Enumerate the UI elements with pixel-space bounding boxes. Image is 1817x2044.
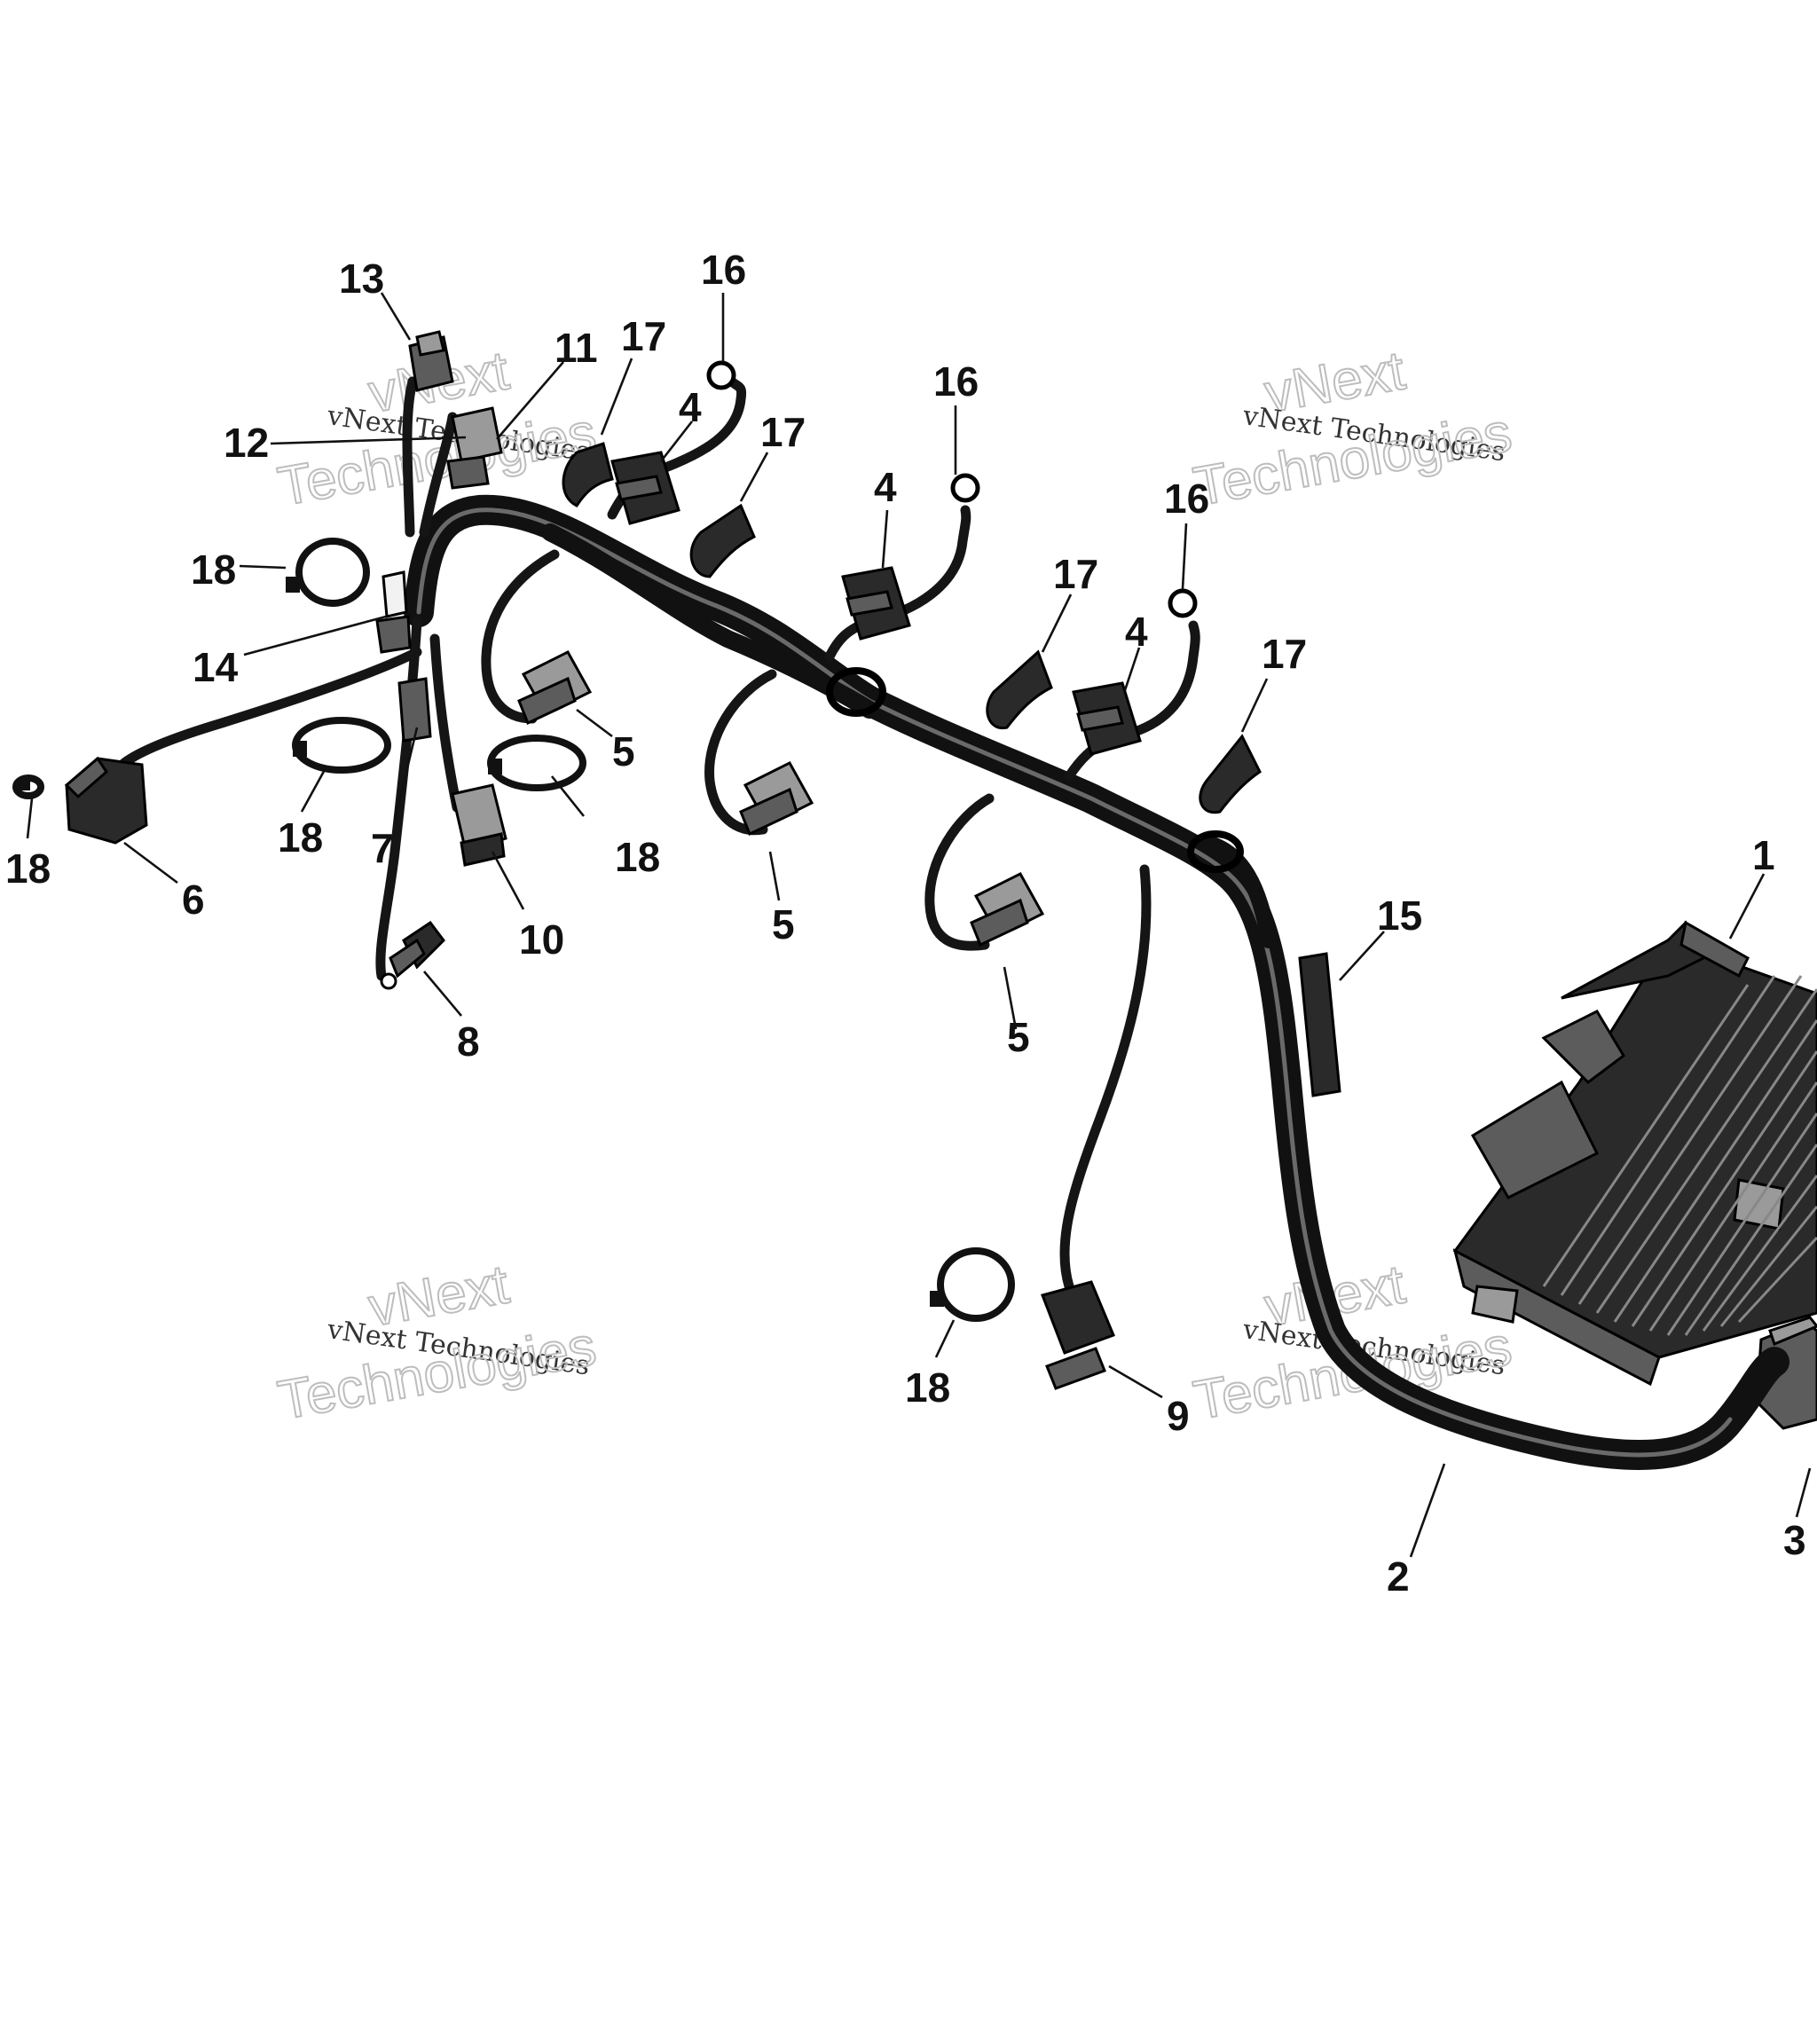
callout-4a: 4: [679, 384, 702, 430]
callout-17d: 17: [1262, 631, 1307, 677]
harness-clip-icon: [689, 503, 756, 578]
connector-icon: [451, 783, 507, 867]
callout-18c: 18: [615, 834, 660, 880]
watermark-top-right: vNext vNext Technologies Technologies: [1188, 339, 1516, 518]
callout-15: 15: [1377, 892, 1422, 939]
injector-connector-icon: [517, 650, 593, 726]
coil-connector-icon: [610, 451, 680, 525]
coil-connector-icon: [841, 566, 911, 641]
callout-5c: 5: [1007, 1014, 1030, 1060]
injector-connector-icon: [970, 872, 1045, 947]
wiring-harness-icon: [404, 494, 1789, 1470]
callout-12: 12: [224, 420, 269, 466]
callout-13: 13: [339, 256, 384, 302]
coil-connector-icon: [1072, 681, 1142, 756]
callout-18d: 18: [5, 845, 51, 892]
callout-1: 1: [1752, 832, 1775, 878]
callout-16c: 16: [1164, 476, 1209, 522]
connector-icon: [375, 570, 412, 654]
cable-tie-icon: [286, 538, 370, 607]
callout-10: 10: [519, 916, 564, 963]
leader-lines: [26, 292, 1812, 1558]
connector-icon: [1041, 1280, 1115, 1390]
callout-18e: 18: [905, 1364, 950, 1411]
callout-18b: 18: [278, 814, 323, 861]
ecm-module-icon: [1452, 920, 1817, 1387]
cable-tie-icon: [12, 774, 44, 799]
callout-18a: 18: [191, 546, 236, 593]
connector-icon: [64, 756, 148, 845]
cable-tie-icon: [292, 717, 391, 774]
callout-17b: 17: [760, 409, 806, 455]
callout-8: 8: [457, 1018, 480, 1065]
callout-4b: 4: [874, 464, 897, 510]
callout-17a: 17: [621, 313, 666, 359]
connector-icon: [397, 677, 432, 743]
cable-tie-icon: [487, 735, 586, 791]
connector-icon: [446, 406, 503, 490]
connector-icon: [408, 330, 454, 392]
harness-clip-icon: [562, 442, 614, 507]
callout-9: 9: [1167, 1393, 1190, 1439]
injector-connector-icon: [739, 761, 814, 837]
callout-14: 14: [193, 644, 239, 690]
callout-7: 7: [371, 825, 394, 871]
callout-6: 6: [182, 877, 205, 923]
ring-terminal-icon: [706, 360, 1198, 618]
watermark-bottom-left: vNext vNext Technologies Technologies: [272, 1253, 601, 1432]
harness-clip-icon: [986, 649, 1053, 730]
callout-11: 11: [555, 325, 598, 371]
branch-wires: [119, 367, 1200, 1292]
callout-16a: 16: [701, 247, 746, 293]
callout-17c: 17: [1053, 551, 1098, 597]
callout-labels: 1 2 3 4 4 4 5 5 5 6 7 8 9 10 11 12 13 14…: [5, 247, 1806, 1600]
callout-4c: 4: [1125, 609, 1148, 655]
callout-5b: 5: [772, 901, 795, 947]
connector-icon: [1298, 952, 1341, 1097]
cable-tie-icon: [930, 1247, 1015, 1322]
callout-5a: 5: [612, 728, 635, 774]
sensor-icon: [380, 920, 445, 990]
callout-16b: 16: [933, 358, 979, 405]
callout-3: 3: [1783, 1517, 1806, 1563]
harness-clip-icon: [1199, 734, 1262, 814]
callout-2: 2: [1387, 1553, 1410, 1600]
